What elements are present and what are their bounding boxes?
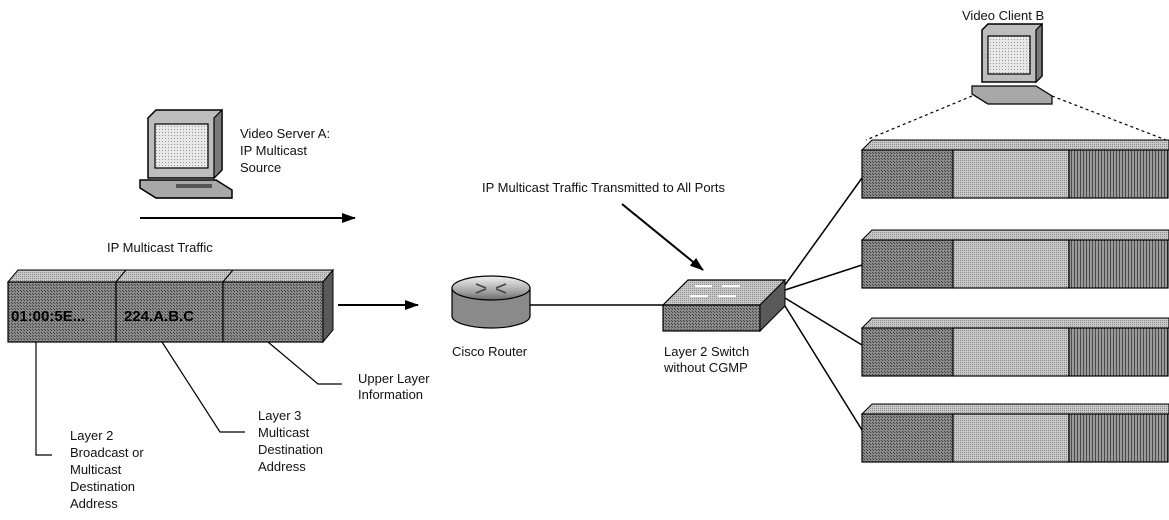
server-label-line-2: IP Multicast: [240, 143, 307, 158]
server-label-line-1: Video Server A:: [240, 126, 330, 141]
switch-note-arrow: [621, 203, 704, 271]
port-link-3: [784, 297, 863, 346]
server-label: Video Server A: IP Multicast Source: [240, 126, 330, 175]
packet-field-ip: [115, 281, 224, 343]
port-link-1: [784, 177, 863, 286]
packet-ip-text: 224.A.B.C: [124, 308, 194, 325]
upper-line-2: Information: [358, 387, 423, 402]
switch-label: Layer 2 Switch without CGMP: [663, 344, 749, 375]
upper-callout: Upper Layer Information: [358, 371, 430, 402]
upper-callout-line: [267, 341, 342, 385]
router-label: Cisco Router: [452, 344, 528, 359]
switch-note-label: IP Multicast Traffic Transmitted to All …: [482, 180, 725, 195]
layer3-line-2: Multicast: [258, 425, 310, 440]
layer3-line-3: Destination: [258, 442, 323, 457]
traffic-label: IP Multicast Traffic: [107, 240, 213, 255]
layer2-callout-line: [35, 342, 52, 456]
client-dashed-right: [1051, 95, 1167, 141]
layer2-line-2: Broadcast or: [70, 445, 144, 460]
packet: 01:00:5E... 224.A.B.C: [6, 268, 335, 344]
upper-line-1: Upper Layer: [358, 371, 430, 386]
port-packet-2: [860, 229, 1169, 289]
layer2-line-3: Multicast: [70, 462, 122, 477]
port-link-4: [784, 305, 863, 431]
layer2-line-4: Destination: [70, 479, 135, 494]
switch-label-line-2: without CGMP: [663, 360, 748, 375]
port-packet-3: [860, 317, 1169, 377]
client-label: Video Client B: [962, 8, 1044, 23]
video-client-icon: [971, 22, 1053, 105]
layer2-callout: Layer 2 Broadcast or Multicast Destinati…: [70, 428, 144, 511]
client-dashed-left: [865, 95, 973, 141]
layer3-callout-line: [161, 341, 245, 433]
server-label-line-3: Source: [240, 160, 281, 175]
port-packet-1: [860, 139, 1169, 199]
port-link-2: [784, 264, 863, 291]
packet-mac-text: 01:00:5E...: [11, 308, 85, 325]
router-icon: [451, 275, 531, 329]
layer3-line-1: Layer 3: [258, 408, 301, 423]
layer3-line-4: Address: [258, 459, 306, 474]
video-server-icon: [139, 108, 233, 199]
layer2-line-5: Address: [70, 496, 118, 511]
packet-field-upper: [222, 281, 324, 343]
layer3-callout: Layer 3 Multicast Destination Address: [258, 408, 323, 474]
layer2-line-1: Layer 2: [70, 428, 113, 443]
switch-icon: [661, 278, 787, 333]
switch-label-line-1: Layer 2 Switch: [664, 344, 749, 359]
port-packet-4: [860, 403, 1169, 463]
